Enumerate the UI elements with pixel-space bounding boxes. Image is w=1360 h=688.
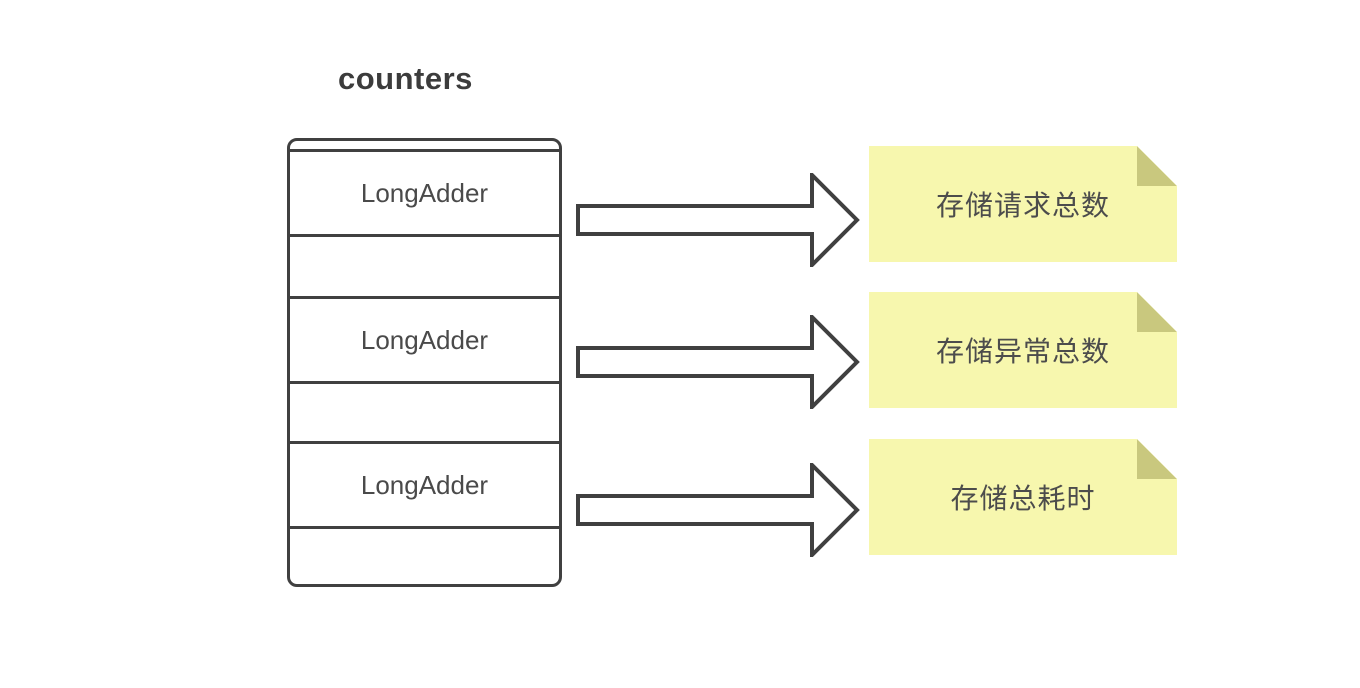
note-fold-corner-icon — [1137, 292, 1177, 332]
sticky-note-2: 存储异常总数 — [869, 292, 1177, 408]
empty-cell-2 — [290, 381, 559, 441]
note-fold-corner-icon — [1137, 146, 1177, 186]
empty-cell-1 — [290, 234, 559, 296]
arrow-icon-2 — [576, 315, 860, 409]
sticky-note-1: 存储请求总数 — [869, 146, 1177, 262]
longadder-cell-2: LongAdder — [290, 296, 559, 381]
sticky-note-3: 存储总耗时 — [869, 439, 1177, 555]
array-bottom-strip — [290, 526, 559, 584]
longadder-cell-1: LongAdder — [290, 149, 559, 234]
note-label-3: 存储总耗时 — [950, 483, 1096, 514]
longadder-cell-3: LongAdder — [290, 441, 559, 526]
arrow-icon-3 — [576, 463, 860, 557]
array-top-strip — [290, 141, 559, 149]
arrow-icon-1 — [576, 173, 860, 267]
counters-array-box: LongAdder LongAdder LongAdder — [287, 138, 562, 587]
page-title: counters — [338, 61, 473, 96]
note-label-2: 存储异常总数 — [935, 336, 1110, 367]
note-label-1: 存储请求总数 — [935, 190, 1110, 221]
note-fold-corner-icon — [1137, 439, 1177, 479]
